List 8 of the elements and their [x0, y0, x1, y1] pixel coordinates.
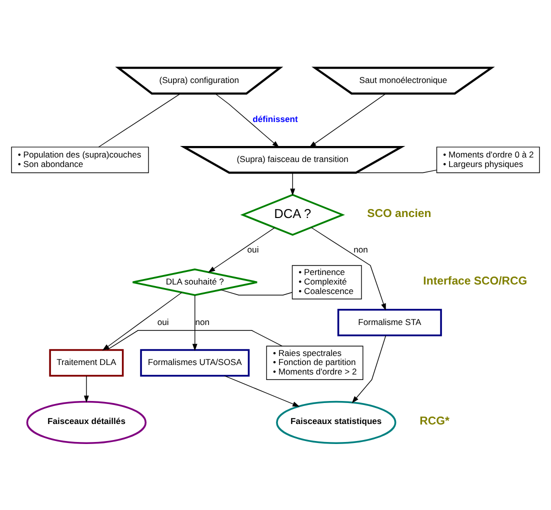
label: RCG*: [420, 414, 450, 427]
label: SCO ancien: [367, 207, 432, 220]
edge-label: oui: [247, 244, 259, 254]
edge-label: définissent: [252, 113, 298, 124]
edge-label: oui: [157, 316, 169, 326]
edge-label: non: [354, 244, 368, 254]
edge-label: non: [195, 316, 210, 326]
label: Interface SCO/RCG: [423, 274, 528, 287]
